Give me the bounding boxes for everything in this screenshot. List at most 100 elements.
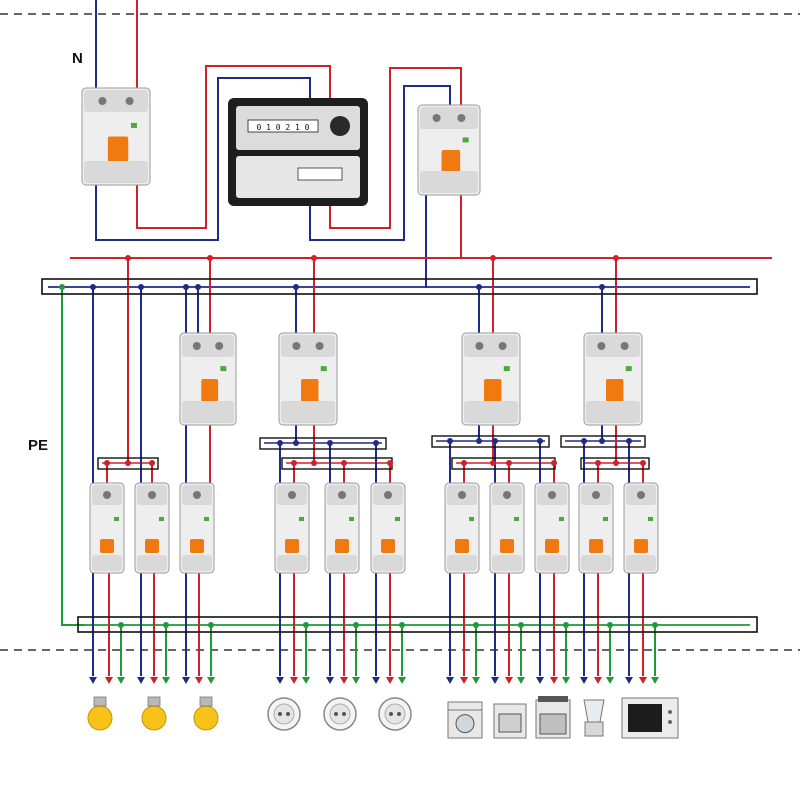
rcd-top <box>420 107 478 129</box>
terminal-screw <box>592 491 600 499</box>
breaker-body <box>134 482 170 574</box>
breaker-body <box>324 482 360 574</box>
drum <box>455 714 475 734</box>
breaker-lever <box>335 539 349 553</box>
junction-dot <box>208 622 214 628</box>
wire-arrow <box>117 677 125 684</box>
brand-mark <box>503 366 510 372</box>
junction-dot <box>537 438 543 444</box>
socket-pin <box>286 712 290 716</box>
socket-pin <box>278 712 282 716</box>
junction-dot <box>303 622 309 628</box>
appliances-breaker <box>489 482 525 574</box>
dryer-door <box>498 713 522 733</box>
blender-jar <box>583 699 605 723</box>
lighting-breaker <box>134 482 170 574</box>
junction-dot <box>59 284 65 290</box>
rcd-top <box>586 335 640 357</box>
junction-dot <box>327 440 333 446</box>
sockets-breaker <box>324 482 360 574</box>
wire-arrow <box>326 677 334 684</box>
terminal-screw <box>432 114 441 122</box>
rcd-bottom <box>464 401 518 423</box>
breaker-lever <box>145 539 159 553</box>
junction-dot <box>341 460 347 466</box>
microwave-icon <box>621 697 679 739</box>
wire-arrow <box>162 677 170 684</box>
wire-arrow <box>460 677 468 684</box>
earth-bus-bar <box>77 616 758 633</box>
junction-dot <box>613 255 619 261</box>
wire-arrow <box>195 677 203 684</box>
junction-dot <box>551 460 557 466</box>
terminal-screw <box>457 114 466 122</box>
junction-dot <box>118 622 124 628</box>
junction-dot <box>277 440 283 446</box>
brand-mark <box>603 517 608 521</box>
junction-dot <box>476 438 482 444</box>
junction-dot <box>473 622 479 628</box>
breaker-body <box>578 482 614 574</box>
sockets-breaker <box>274 482 310 574</box>
breaker-lever <box>545 539 559 553</box>
terminal-screw <box>193 491 201 499</box>
breaker-body <box>489 482 525 574</box>
junction-dot <box>125 460 131 466</box>
terminal-screw <box>458 491 466 499</box>
terminal-screw <box>292 342 301 350</box>
wire-arrow <box>517 677 525 684</box>
blender-base <box>584 721 604 737</box>
junction-dots <box>59 255 658 628</box>
main-rcd <box>417 104 481 196</box>
breaker-bottom <box>327 555 357 571</box>
terminal-screw <box>498 342 507 350</box>
junction-dot <box>461 460 467 466</box>
bulb-glass <box>141 705 167 731</box>
junction-dot <box>595 460 601 466</box>
rcd-bottom <box>420 171 478 193</box>
terminal-screw <box>215 342 224 350</box>
microwave-knob <box>668 710 672 714</box>
wire-arrow <box>137 677 145 684</box>
brand-mark <box>130 122 137 128</box>
junction-dot <box>104 460 110 466</box>
blender-icon <box>583 699 605 737</box>
breaker-lever <box>381 539 395 553</box>
wire-arrow <box>105 677 113 684</box>
junction-dot <box>353 622 359 628</box>
bulb-glass <box>87 705 113 731</box>
terminal-screw <box>125 97 134 105</box>
breaker-bottom <box>373 555 403 571</box>
socket-pin <box>342 712 346 716</box>
bulb-base <box>199 696 213 707</box>
meter-counter <box>247 119 319 133</box>
wire-arrow <box>505 677 513 684</box>
socket-face <box>273 703 295 725</box>
breaker-bottom <box>581 555 611 571</box>
breaker-lever <box>589 539 603 553</box>
junction-dot <box>563 622 569 628</box>
brand-mark <box>299 517 304 521</box>
phase-to-meter-wire <box>136 65 331 229</box>
rcd-lever <box>107 136 129 168</box>
microwave-knob <box>668 720 672 724</box>
wire-arrow <box>89 677 97 684</box>
washing-machine-icon <box>447 701 483 739</box>
wire-arrow <box>340 677 348 684</box>
neutral-label: N <box>72 50 83 67</box>
bulb-glass <box>193 705 219 731</box>
brand-mark <box>648 517 653 521</box>
junction-dot <box>652 622 658 628</box>
power-socket-icon <box>323 697 357 731</box>
junction-dot <box>387 460 393 466</box>
neutral-bus-bar <box>41 278 758 295</box>
rcd-top <box>464 335 518 357</box>
junction-dot <box>518 622 524 628</box>
breaker-lever <box>285 539 299 553</box>
brand-mark <box>159 517 164 521</box>
bulb-base <box>147 696 161 707</box>
microwave-window <box>628 704 662 732</box>
brand-mark <box>204 517 209 521</box>
oven-door <box>539 713 567 735</box>
junction-dot <box>293 440 299 446</box>
